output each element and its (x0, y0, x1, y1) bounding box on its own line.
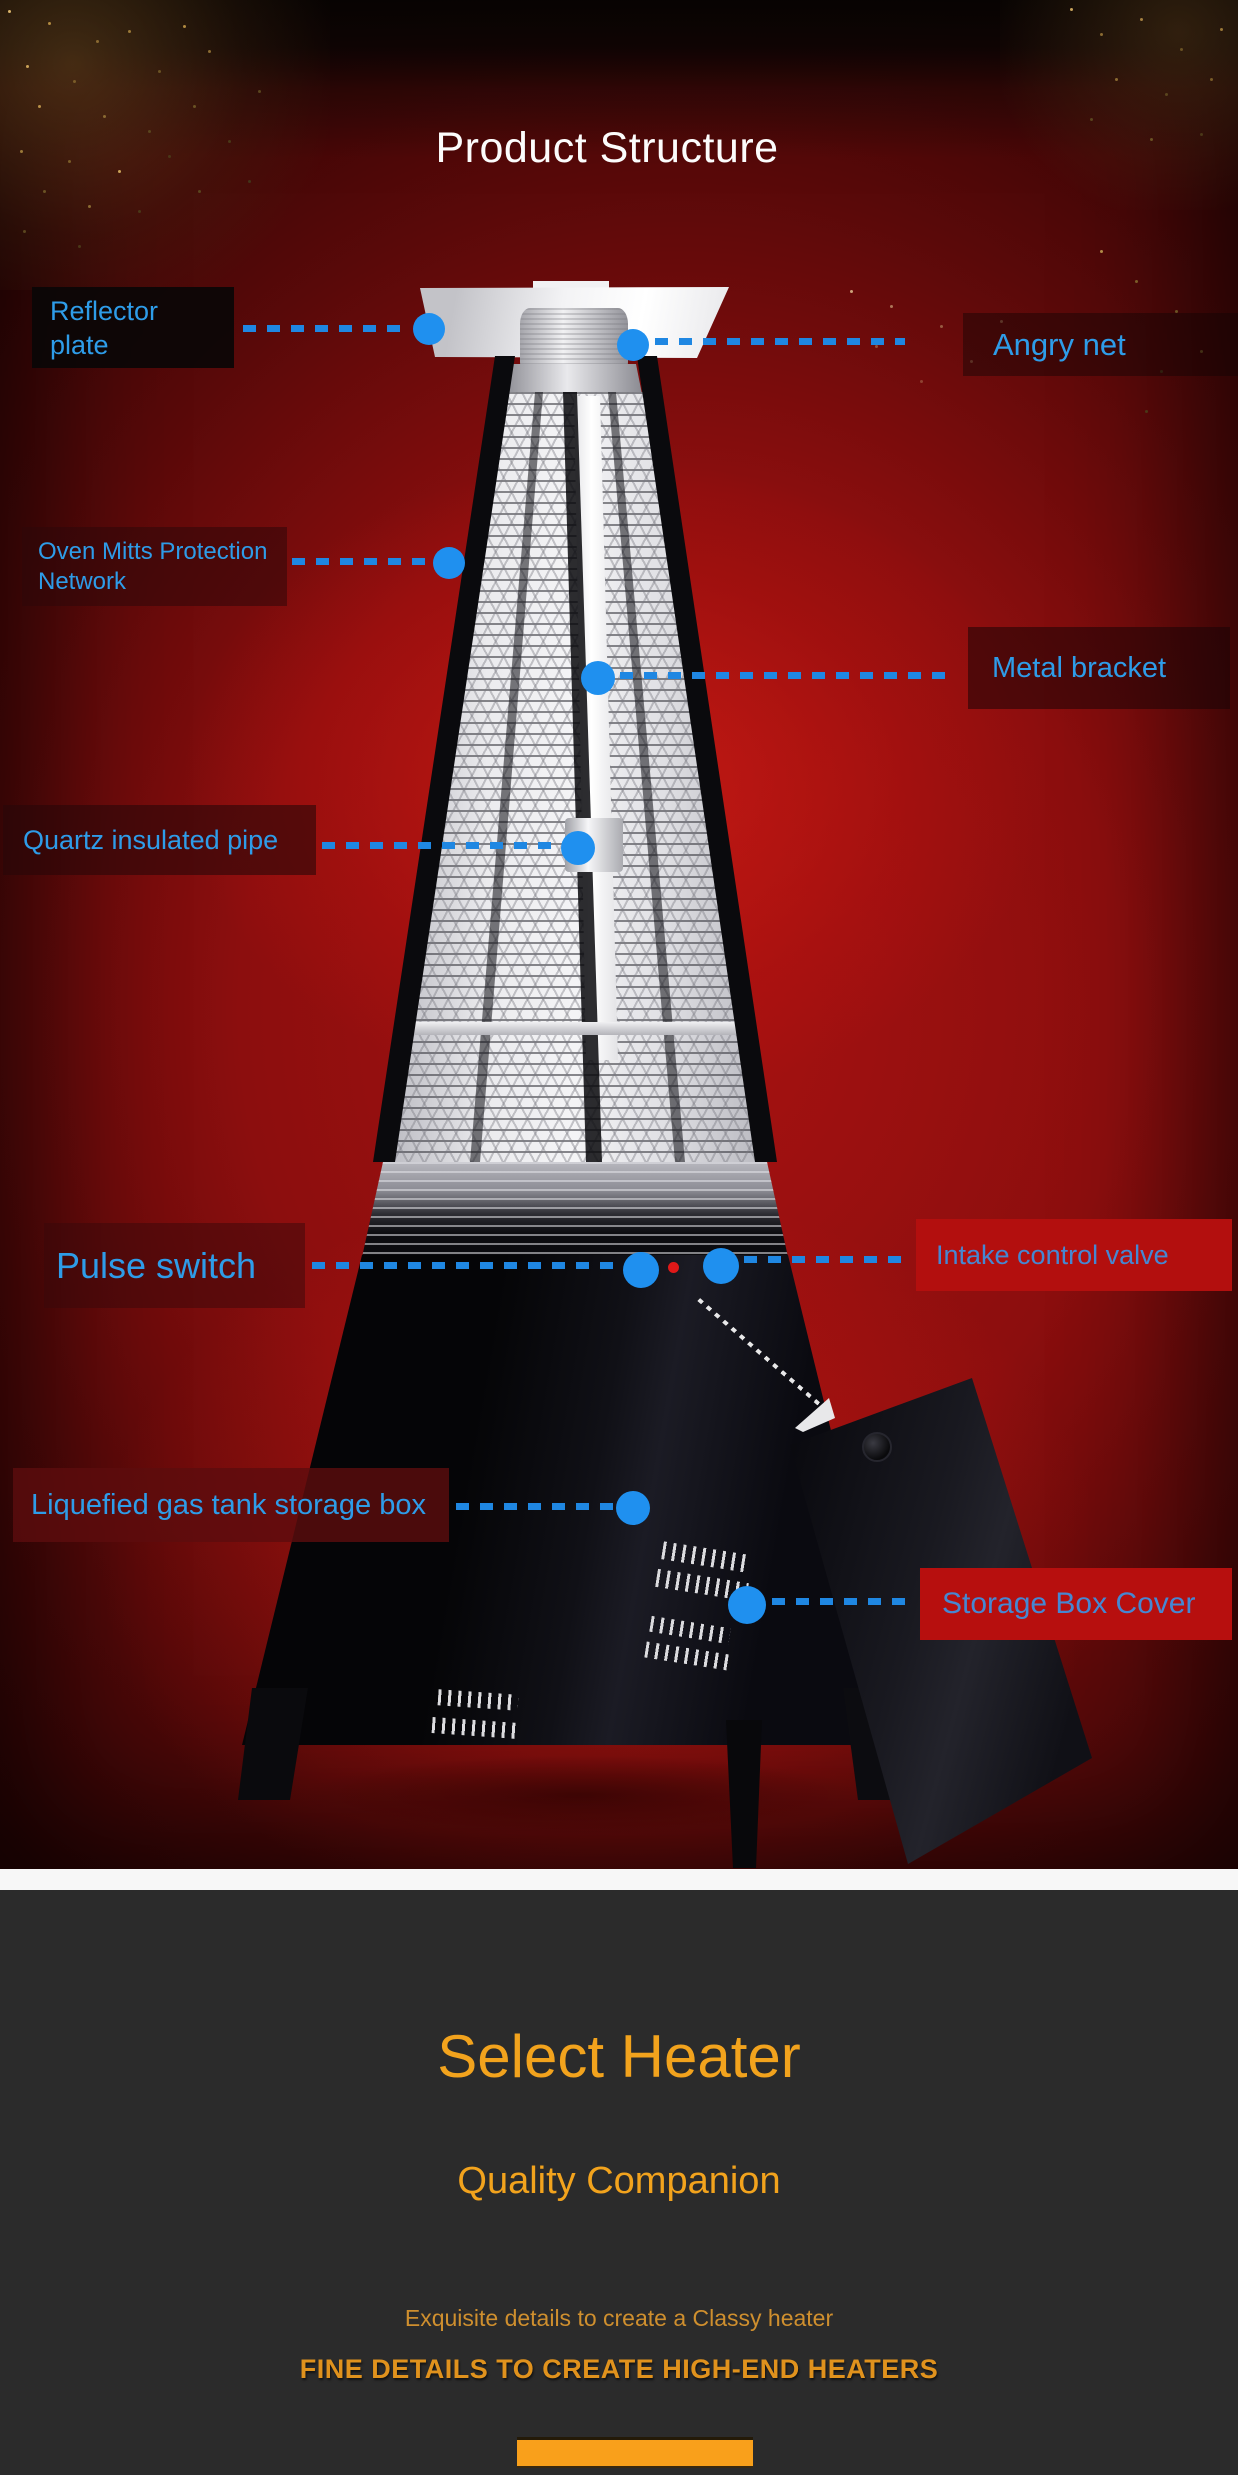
heater-leg-rear (726, 1720, 762, 1868)
promo-heading: Select Heater (437, 2023, 801, 2090)
valve-red-indicator (668, 1262, 679, 1273)
callout-dot-gas-tank-box (616, 1491, 650, 1525)
label-storage-cover: Storage Box Cover (920, 1568, 1232, 1640)
label-gas-tank-box: Liquefied gas tank storage box (13, 1468, 449, 1542)
callout-line-metal-bracket (620, 672, 956, 679)
label-quartz-pipe-text: Quartz insulated pipe (23, 824, 279, 855)
sparkle-dust-top-right (1070, 8, 1073, 11)
label-intake-valve: Intake control valve (916, 1219, 1232, 1291)
heater-base-tray (362, 1162, 788, 1257)
label-oven-mitts-line2: Network (38, 567, 127, 595)
heater-door-knob (862, 1432, 892, 1462)
promo-section (0, 1890, 1238, 2475)
label-intake-valve-text: Intake control valve (936, 1239, 1169, 1270)
promo-subheading: Quality Companion (457, 2160, 781, 2202)
callout-line-reflector-plate (243, 325, 411, 332)
gold-haze-top-right (1000, 0, 1238, 210)
callout-line-quartz-pipe (322, 842, 560, 849)
callout-dot-storage-cover (728, 1586, 766, 1624)
label-angry-net-text: Angry net (993, 326, 1126, 362)
label-angry-net: Angry net (963, 313, 1238, 376)
label-reflector-plate-line1: Reflector (50, 295, 159, 326)
callout-dot-oven-mitts (433, 547, 465, 579)
sparkle-dust-right (1100, 250, 1103, 253)
label-reflector-plate: Reflector plate (32, 287, 234, 368)
callout-line-angry-net (655, 338, 905, 345)
callout-line-gas-tank-box (456, 1503, 616, 1510)
label-pulse-switch-text: Pulse switch (56, 1244, 257, 1286)
label-metal-bracket: Metal bracket (968, 627, 1230, 709)
label-oven-mitts-network: Oven Mitts Protection Network (22, 527, 287, 606)
label-reflector-plate-line2: plate (50, 329, 109, 360)
label-metal-bracket-text: Metal bracket (992, 651, 1167, 684)
promo-orange-bar (517, 2437, 753, 2468)
label-oven-mitts-line1: Oven Mitts Protection (38, 537, 268, 565)
gold-haze-top-left (0, 0, 330, 290)
label-storage-cover-text: Storage Box Cover (942, 1587, 1196, 1620)
callout-line-storage-cover (772, 1598, 912, 1605)
callout-dot-reflector-plate (413, 313, 445, 345)
heater-mesh-divider (406, 1022, 744, 1035)
promo-tagline: Exquisite details to create a Classy hea… (404, 2305, 834, 2331)
callout-dot-intake-valve (703, 1248, 739, 1284)
sparkle-dust-center (850, 290, 853, 293)
sparkle-dust-top-left (8, 10, 11, 13)
page-title: Product Structure (435, 124, 779, 172)
callout-line-pulse-switch (312, 1262, 622, 1269)
callout-dot-pulse-switch (623, 1252, 659, 1288)
label-gas-tank-box-text: Liquefied gas tank storage box (31, 1488, 426, 1521)
promo-slogan: FINE DETAILS TO CREATE HIGH-END HEATERS (299, 2354, 939, 2384)
callout-dot-metal-bracket (581, 661, 615, 695)
callout-line-intake-valve (744, 1256, 907, 1263)
callout-line-oven-mitts (292, 558, 432, 565)
label-quartz-pipe: Quartz insulated pipe (3, 805, 316, 875)
section-divider (0, 1869, 1238, 1890)
callout-dot-quartz-pipe (561, 831, 595, 865)
heater-burner-collar (506, 364, 642, 394)
heater-floor-shadow (300, 1755, 860, 1835)
label-pulse-switch: Pulse switch (44, 1223, 305, 1308)
callout-dot-angry-net (617, 329, 649, 361)
